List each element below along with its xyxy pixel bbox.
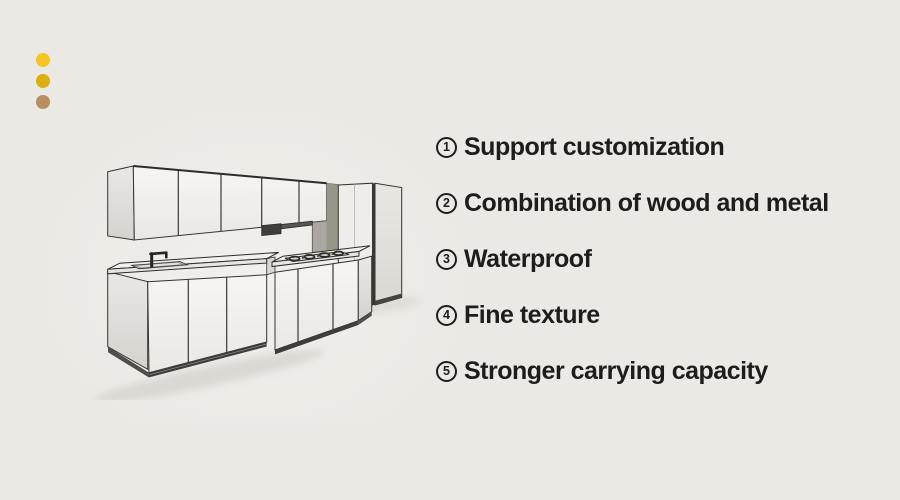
feature-label: Support customization [464, 132, 725, 161]
feature-number-badge: 1 [436, 137, 457, 158]
feature-label: Combination of wood and metal [464, 188, 829, 217]
feature-item-5: 5 Stronger carrying capacity [436, 343, 829, 399]
feature-number-badge: 4 [436, 305, 457, 326]
wall-cabinets [107, 165, 328, 241]
feature-number-badge: 5 [436, 361, 457, 382]
feature-list: 1 Support customization 2 Combination of… [436, 119, 829, 399]
accent-dot-3 [36, 95, 50, 109]
sink [130, 261, 189, 270]
feature-item-1: 1 Support customization [436, 119, 829, 175]
feature-label: Fine texture [464, 300, 600, 329]
base-cabinets [107, 255, 373, 378]
kitchen-illustration [94, 165, 422, 400]
feature-label: Stronger carrying capacity [464, 356, 768, 385]
accent-dot-1 [36, 53, 50, 67]
feature-number-badge: 2 [436, 193, 457, 214]
feature-number-badge: 3 [436, 249, 457, 270]
feature-item-3: 3 Waterproof [436, 231, 829, 287]
feature-item-4: 4 Fine texture [436, 287, 829, 343]
accent-dot-2 [36, 74, 50, 88]
faucet-icon [149, 251, 168, 268]
feature-label: Waterproof [464, 244, 592, 273]
cooktop [284, 250, 350, 263]
accent-dots [36, 53, 50, 109]
range-hood [261, 220, 313, 237]
wall-recess-panel [311, 183, 339, 254]
feature-item-2: 2 Combination of wood and metal [436, 175, 829, 231]
